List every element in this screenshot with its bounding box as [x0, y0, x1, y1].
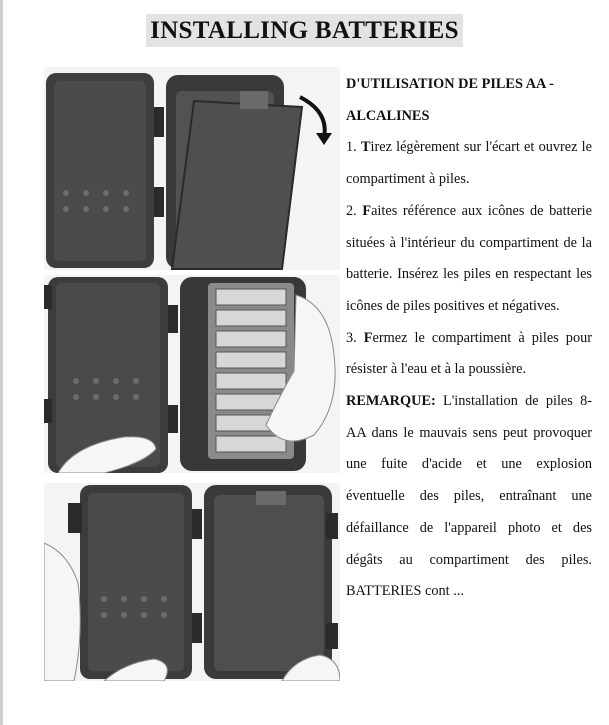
photo-open-compartment: [44, 67, 340, 270]
step-2: 2. Faites référence aux icônes de batter…: [346, 196, 592, 323]
step-1-initial: T: [360, 139, 371, 156]
photo-close-compartment: [44, 483, 340, 681]
section-heading: D'UTILISATION DE PILES AA - ALCALINES: [346, 76, 554, 124]
step-2-text: aites référence aux icônes de batterie s…: [346, 202, 593, 314]
step-1-text: irez légèrement sur l'écart et ouvrez le…: [346, 139, 593, 188]
step-3-initial: F: [363, 329, 373, 346]
title-area: INSTALLING BATTERIES: [0, 14, 609, 47]
camera-open-illustration: [44, 67, 340, 270]
instructions-column: D'UTILISATION DE PILES AA - ALCALINES 1.…: [346, 69, 592, 608]
camera-closed-illustration: [44, 483, 340, 681]
step-2-initial: F: [362, 202, 372, 219]
step-1-number: 1.: [346, 139, 361, 156]
step-3-number: 3.: [346, 329, 364, 346]
remark-text: L'installation de piles 8-AA dans le mau…: [346, 393, 592, 600]
step-1: 1. Tirez légèrement sur l'écart et ouvre…: [346, 132, 592, 195]
step-2-number: 2.: [346, 202, 363, 219]
photo-insert-batteries: [44, 275, 340, 473]
page-title: INSTALLING BATTERIES: [146, 14, 463, 47]
remark-paragraph: REMARQUE: L'installation de piles 8-AA d…: [346, 386, 592, 608]
step-3: 3. Fermez le compartiment à piles pour r…: [346, 323, 592, 386]
step-3-text: ermez le compartiment à piles pour résis…: [346, 329, 592, 378]
page-left-rule: [0, 0, 3, 725]
remark-label: REMARQUE:: [346, 393, 436, 410]
battery-tray-illustration: [44, 275, 340, 473]
